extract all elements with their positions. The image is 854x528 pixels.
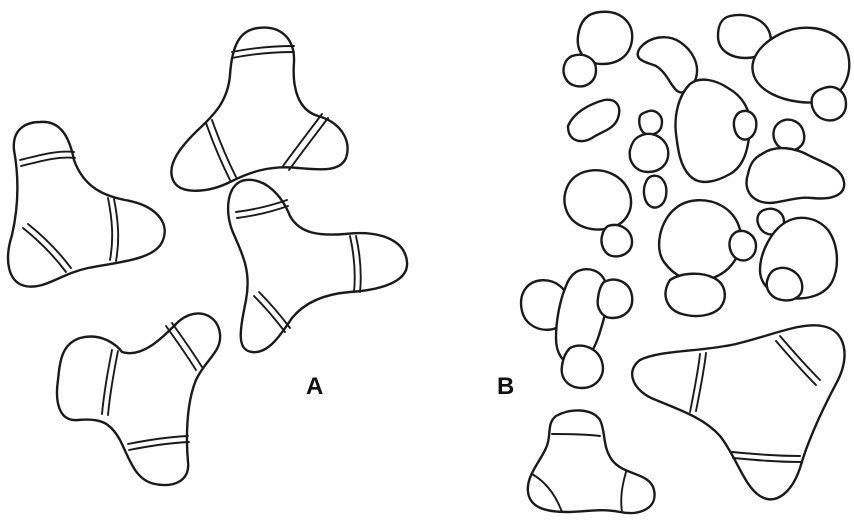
grain-a1 (8, 122, 165, 287)
grain-b-round-mid-left (565, 170, 631, 229)
grain-a2 (171, 28, 347, 191)
grain-b-bean-left (568, 100, 619, 141)
grain-b-small-oval-right (774, 120, 805, 151)
grain-b-small-right-lobe (734, 111, 756, 140)
grain-a4 (57, 313, 220, 485)
panel-label-a: A (306, 375, 323, 399)
grain-b-chain-mid (630, 134, 669, 172)
grain-b-small-top-left (564, 55, 597, 87)
grain-b-bean-top (638, 37, 697, 92)
grain-b-chain-bottom (644, 176, 666, 208)
panel-label-b: B (497, 375, 514, 399)
panel-a-drawing (8, 28, 407, 485)
grain-b-small-cluster-right (598, 280, 633, 318)
grain-b-triangular-large (632, 325, 844, 499)
grain-b-small-right-lower (767, 268, 802, 300)
grain-b-small-top-right (812, 87, 846, 120)
grain-b-small-center-lobe (729, 231, 756, 260)
grain-b-small-cluster-bottom (562, 346, 603, 388)
grain-b-round-center-bottom (666, 274, 725, 316)
grain-b-fluffy-right (747, 148, 845, 203)
grain-a3 (228, 180, 407, 352)
panel-b-drawing (521, 12, 849, 513)
grain-b-small-mid-left (601, 225, 632, 256)
grain-b-triangular-small (528, 410, 655, 513)
grain-b-chain-top (639, 111, 662, 135)
